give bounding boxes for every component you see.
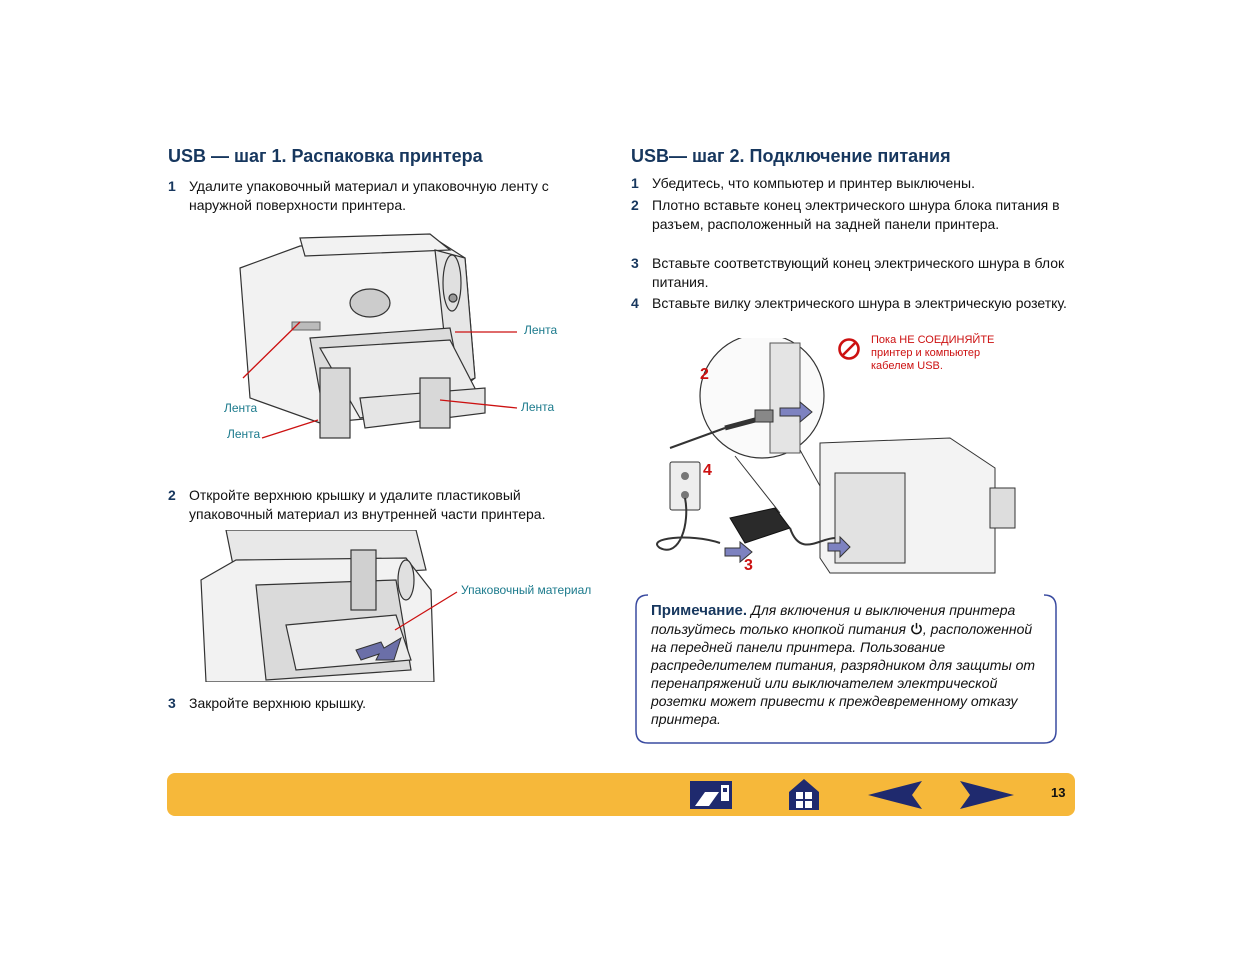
page-number: 13 [1051,785,1066,800]
step-text: Закройте верхнюю крышку. [189,695,366,711]
arrow-right-icon[interactable] [958,779,1016,811]
tape-label-3: Лента [521,400,555,414]
printer-tape-illustration [239,233,486,439]
step-text: Вставьте вилку электрического шнура в эл… [652,295,1067,311]
step-text: Плотно вставьте конец электрического шну… [652,197,1060,232]
arrow-left-icon[interactable] [866,779,924,811]
tape-label-2: Лента [224,401,258,415]
note-body-part2: , расположенной на передней панели принт… [651,621,1036,727]
usb-warning: Пока НЕ СОЕДИНЯЙТЕ принтер и компьютер к… [871,334,994,373]
power-icon [911,622,922,635]
step-number: 3 [168,695,176,711]
figure-number-4: 4 [703,462,712,479]
step-text: Удалите упаковочный материал и упаковочн… [189,178,549,213]
printer-doc-icon[interactable] [689,780,733,810]
home-icon[interactable] [787,777,821,811]
note-body-part1: Для включения и выключения принтера поль… [651,602,1016,637]
navigation-bar [167,773,1075,816]
packing-material-label: Упаковочный материал [461,583,592,597]
step-text: Откройте верхнюю крышку и удалите пласти… [189,487,546,522]
power-connection-illustration [656,338,1016,574]
warning-line: кабелем USB. [871,360,943,372]
section-heading-step2: USB— шаг 2. Подключение питания [631,146,951,166]
tape-label-1: Лента [524,323,558,337]
note-label: Примечание. [651,602,748,619]
step-number: 3 [631,255,639,271]
step-number: 1 [631,175,639,191]
step-text: Убедитесь, что компьютер и принтер выклю… [652,175,975,191]
step-number: 4 [631,295,639,311]
step-number: 2 [168,487,176,503]
warning-line: Пока НЕ СОЕДИНЯЙТЕ [871,334,995,346]
figure-number-3: 3 [744,557,753,574]
section-heading-step1: USB — шаг 1. Распаковка принтера [168,146,483,166]
prohibited-icon [838,338,860,360]
note-box-border [635,594,1057,744]
printer-open-illustration [200,530,435,682]
note-text: Примечание. Для включения и выключения п… [651,601,1051,728]
step-number: 2 [631,197,639,213]
figure-number-2: 2 [700,366,709,383]
warning-line: принтер и компьютер [871,347,981,359]
step-number: 1 [168,178,176,194]
step-text: Вставьте соответствующий конец электриче… [652,255,1065,290]
tape-label-4: Лента [227,427,261,441]
